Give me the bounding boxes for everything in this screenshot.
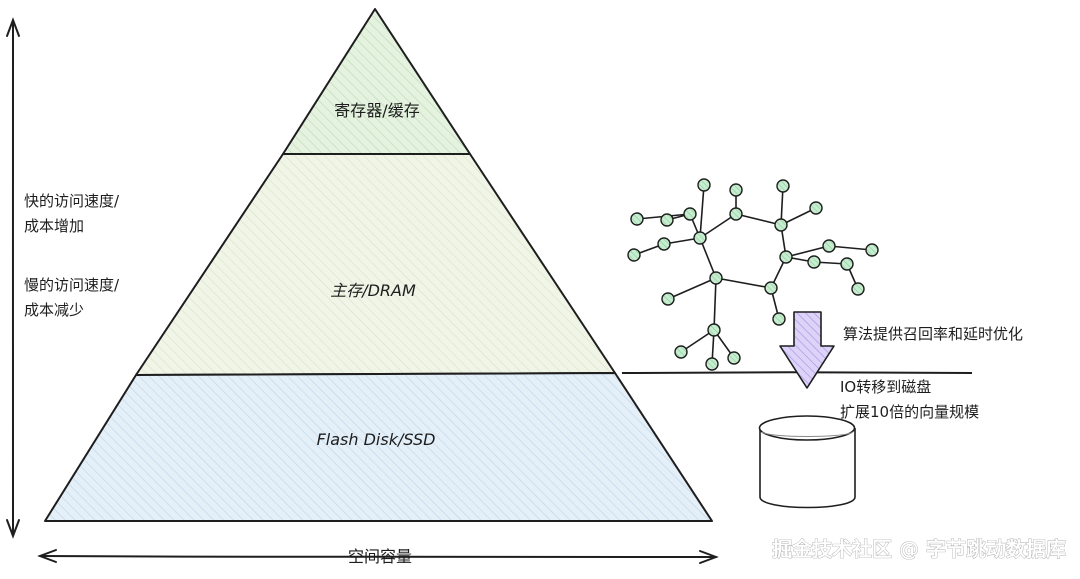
graph-node xyxy=(774,218,788,232)
graph-node xyxy=(683,207,697,221)
graph-node xyxy=(772,312,786,326)
graph-node xyxy=(807,255,821,269)
graph-node xyxy=(707,323,721,337)
graph-node xyxy=(697,178,711,192)
pyramid-layer-top xyxy=(282,8,471,155)
graph-node xyxy=(657,237,671,251)
layer-label-dram: 主存/DRAM xyxy=(330,281,416,300)
disk-cylinder-icon xyxy=(758,415,856,509)
slow-access-label-line2: 成本减少 xyxy=(24,301,84,319)
capacity-axis-arrow xyxy=(37,549,719,564)
vector-index-graph xyxy=(633,184,873,365)
graph-node xyxy=(705,357,719,371)
algorithm-annotation: 算法提供召回率和延时优化 xyxy=(843,325,1023,343)
layer-label-ssd: Flash Disk/SSD xyxy=(317,430,436,449)
graph-node xyxy=(661,292,675,306)
graph-node xyxy=(809,201,823,215)
io-annotation-line2: 扩展10倍的向量规模 xyxy=(840,403,979,421)
graph-nodes xyxy=(627,178,879,371)
fast-access-label-line1: 快的访问速度/ xyxy=(24,192,120,210)
graph-node xyxy=(627,248,641,262)
graph-node xyxy=(779,250,793,264)
fast-access-label-line2: 成本增加 xyxy=(24,217,84,235)
speed-cost-axis-arrow xyxy=(6,17,20,539)
layer-label-cache: 寄存器/缓存 xyxy=(334,101,419,120)
graph-node xyxy=(660,213,674,227)
graph-node xyxy=(840,257,854,271)
graph-node xyxy=(776,179,790,193)
slow-access-label-line1: 慢的访问速度/ xyxy=(24,276,120,294)
graph-node xyxy=(729,207,743,221)
graph-node xyxy=(764,281,778,295)
down-arrow-icon xyxy=(779,311,835,389)
graph-node xyxy=(729,183,743,197)
graph-node xyxy=(693,231,707,245)
io-annotation-line1: IO转移到磁盘 xyxy=(840,378,931,396)
watermark: 掘金技术社区 @ 字节跳动数据库 xyxy=(772,537,1066,561)
graph-node xyxy=(822,239,836,253)
graph-node xyxy=(851,282,865,296)
graph-node xyxy=(709,271,723,285)
graph-node xyxy=(727,351,741,365)
graph-node xyxy=(674,345,688,359)
graph-node xyxy=(630,212,644,226)
graph-node xyxy=(865,243,879,257)
capacity-axis-label: 空间容量 xyxy=(348,547,412,566)
pyramid-layer-middle xyxy=(135,153,616,376)
pyramid-layer-bottom xyxy=(44,372,713,522)
